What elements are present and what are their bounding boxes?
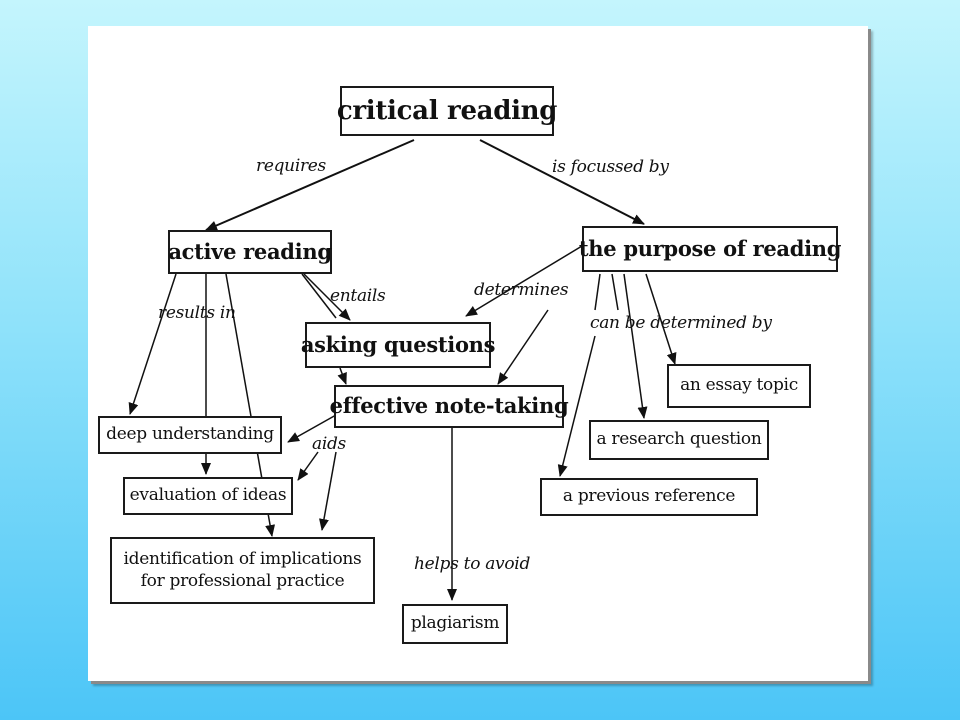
node-effective-note-taking: effective note-taking [330,385,569,428]
node-asking-questions: asking questions [301,322,495,368]
label-can-be-determined-by: can be determined by [590,313,772,333]
label-requires: requires [256,156,326,176]
edge-aids-identification [319,451,337,531]
label-entails: entails [330,286,386,306]
edge-entails-a [301,273,337,319]
node-active-reading: active reading [168,230,332,274]
node-evaluation-of-ideas: evaluation of ideas [123,477,293,515]
node-identification-of-implications: identification of implications for profe… [110,537,375,604]
node-research-question: a research question [589,420,769,460]
node-plagiarism: plagiarism [402,604,508,644]
node-critical-reading: critical reading [337,86,557,136]
node-purpose-of-reading: the purpose of reading [579,226,841,272]
label-results-in: results in [158,303,236,323]
edge-aids-evaluation [297,451,319,481]
edge-essay-topic [645,273,677,365]
edge-aids-deep [287,414,337,443]
edge-stub-a [594,273,601,311]
label-is-focussed-by: is focussed by [552,157,669,177]
edge-determines-questions [465,245,583,317]
node-deep-understanding: deep understanding [98,416,282,454]
identification-line-2: for professional practice [140,570,345,591]
node-previous-reference: a previous reference [540,478,758,516]
label-helps-to-avoid: helps to avoid [414,554,531,574]
edge-results-deep [128,273,177,415]
edge-questions-notes [337,367,347,385]
edge-stub-b [611,273,619,311]
label-aids: aids [312,434,346,454]
edge-entails-b [303,273,351,321]
edge-previous-reference [557,335,596,477]
edge-requires [205,139,415,231]
edge-is-focussed-by [479,139,645,225]
edge-research-question [623,273,648,419]
identification-line-1: identification of implications [123,549,362,570]
node-essay-topic: an essay topic [667,364,811,408]
label-determines: determines [474,280,569,300]
edge-determines-notes [497,309,549,385]
